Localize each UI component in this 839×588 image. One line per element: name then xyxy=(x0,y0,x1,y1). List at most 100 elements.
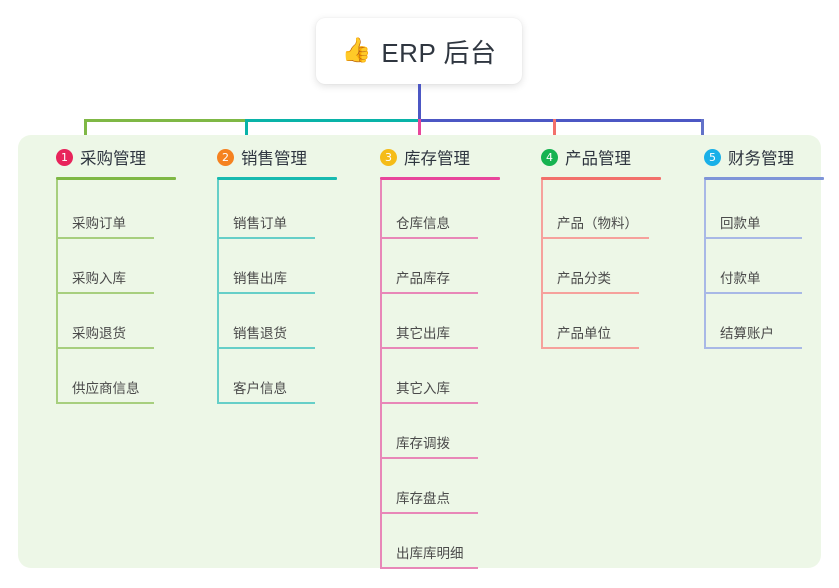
list-item[interactable]: 产品（物料） xyxy=(541,184,681,239)
column-sales: 2 销售管理 销售订单 销售出库 销售退货 客户信息 xyxy=(197,143,357,404)
item-label: 销售退货 xyxy=(233,326,287,341)
drop-col-1 xyxy=(84,119,87,145)
item-rule xyxy=(704,292,802,294)
item-rule xyxy=(380,567,478,569)
column-items-1: 采购订单 采购入库 采购退货 供应商信息 xyxy=(56,180,196,404)
list-item[interactable]: 采购入库 xyxy=(56,239,196,294)
item-rule xyxy=(56,347,154,349)
item-label: 销售出库 xyxy=(233,271,287,286)
list-item[interactable]: 销售退货 xyxy=(217,294,357,349)
column-header-2[interactable]: 2 销售管理 xyxy=(197,143,357,171)
item-rule xyxy=(217,402,315,404)
column-inventory: 3 库存管理 仓库信息 产品库存 其它出库 其它入库 库存调拨 xyxy=(360,143,520,569)
column-header-5[interactable]: 5 财务管理 xyxy=(684,143,839,171)
column-title-5: 财务管理 xyxy=(728,150,794,168)
item-rule xyxy=(541,347,639,349)
item-label: 回款单 xyxy=(720,216,761,231)
item-label: 结算账户 xyxy=(720,326,774,341)
list-item[interactable]: 采购退货 xyxy=(56,294,196,349)
badge-number-4: 4 xyxy=(541,148,558,166)
list-item[interactable]: 产品单位 xyxy=(541,294,681,349)
badge-number-5: 5 xyxy=(704,148,721,166)
column-items-5: 回款单 付款单 结算账户 xyxy=(704,180,839,349)
list-item[interactable]: 销售出库 xyxy=(217,239,357,294)
badge-number-3: 3 xyxy=(380,148,397,166)
item-rule xyxy=(704,237,802,239)
bus-segment-green xyxy=(84,119,247,122)
item-rule xyxy=(56,402,154,404)
content-panel xyxy=(18,135,821,568)
root-title-card[interactable]: 👍 ERP 后台 xyxy=(316,18,522,84)
item-label: 采购入库 xyxy=(72,271,126,286)
badge-number-2: 2 xyxy=(217,148,234,166)
item-label: 付款单 xyxy=(720,271,761,286)
item-label: 采购订单 xyxy=(72,216,126,231)
item-label: 出库库明细 xyxy=(396,546,464,561)
drop-col-3 xyxy=(418,119,421,145)
list-item[interactable]: 其它出库 xyxy=(380,294,520,349)
drop-col-5 xyxy=(701,119,704,145)
column-title-2: 销售管理 xyxy=(241,150,307,168)
item-rule xyxy=(217,237,315,239)
list-item[interactable]: 供应商信息 xyxy=(56,349,196,404)
column-title-3: 库存管理 xyxy=(404,150,470,168)
column-spine-5 xyxy=(704,180,706,349)
thumbs-up-icon: 👍 xyxy=(341,37,372,64)
column-spine-4 xyxy=(541,180,543,349)
column-header-3[interactable]: 3 库存管理 xyxy=(360,143,520,171)
item-rule xyxy=(56,237,154,239)
column-finance: 5 财务管理 回款单 付款单 结算账户 xyxy=(684,143,839,349)
column-product: 4 产品管理 产品（物料） 产品分类 产品单位 xyxy=(521,143,681,349)
column-header-4[interactable]: 4 产品管理 xyxy=(521,143,681,171)
item-rule xyxy=(541,292,639,294)
list-item[interactable]: 付款单 xyxy=(704,239,839,294)
item-label: 库存盘点 xyxy=(396,491,450,506)
item-label: 其它入库 xyxy=(396,381,450,396)
list-item[interactable]: 库存调拨 xyxy=(380,404,520,459)
list-item[interactable]: 客户信息 xyxy=(217,349,357,404)
list-item[interactable]: 产品分类 xyxy=(541,239,681,294)
page-title: ERP 后台 xyxy=(381,37,497,68)
item-label: 客户信息 xyxy=(233,381,287,396)
item-label: 其它出库 xyxy=(396,326,450,341)
list-item[interactable]: 销售订单 xyxy=(217,184,357,239)
item-label: 仓库信息 xyxy=(396,216,450,231)
badge-number-1: 1 xyxy=(56,148,73,166)
column-title-1: 采购管理 xyxy=(80,150,146,168)
list-item[interactable]: 产品库存 xyxy=(380,239,520,294)
item-rule xyxy=(380,347,478,349)
list-item[interactable]: 库存盘点 xyxy=(380,459,520,514)
column-purchasing: 1 采购管理 采购订单 采购入库 采购退货 供应商信息 xyxy=(36,143,196,404)
bus-segment-indigo xyxy=(418,119,704,122)
column-header-1[interactable]: 1 采购管理 xyxy=(36,143,196,171)
item-label: 供应商信息 xyxy=(72,381,140,396)
list-item[interactable]: 出库库明细 xyxy=(380,514,520,569)
item-rule xyxy=(704,347,802,349)
drop-col-4 xyxy=(553,119,556,145)
column-rule-5 xyxy=(704,177,824,180)
column-rule-2 xyxy=(217,177,337,180)
column-items-3: 仓库信息 产品库存 其它出库 其它入库 库存调拨 库存盘点 xyxy=(380,180,520,569)
root-stem xyxy=(418,84,421,120)
item-label: 产品分类 xyxy=(557,271,611,286)
list-item[interactable]: 回款单 xyxy=(704,184,839,239)
item-rule xyxy=(217,292,315,294)
drop-col-2 xyxy=(245,119,248,145)
column-title-4: 产品管理 xyxy=(565,150,631,168)
list-item[interactable]: 其它入库 xyxy=(380,349,520,404)
column-rule-3 xyxy=(380,177,500,180)
list-item[interactable]: 采购订单 xyxy=(56,184,196,239)
item-rule xyxy=(380,402,478,404)
list-item[interactable]: 仓库信息 xyxy=(380,184,520,239)
item-label: 产品单位 xyxy=(557,326,611,341)
item-rule xyxy=(380,237,478,239)
column-spine-3 xyxy=(380,180,382,569)
item-rule xyxy=(380,457,478,459)
list-item[interactable]: 结算账户 xyxy=(704,294,839,349)
item-label: 销售订单 xyxy=(233,216,287,231)
item-label: 库存调拨 xyxy=(396,436,450,451)
item-rule xyxy=(217,347,315,349)
column-rule-4 xyxy=(541,177,661,180)
item-label: 产品（物料） xyxy=(557,216,638,231)
item-rule xyxy=(541,237,649,239)
